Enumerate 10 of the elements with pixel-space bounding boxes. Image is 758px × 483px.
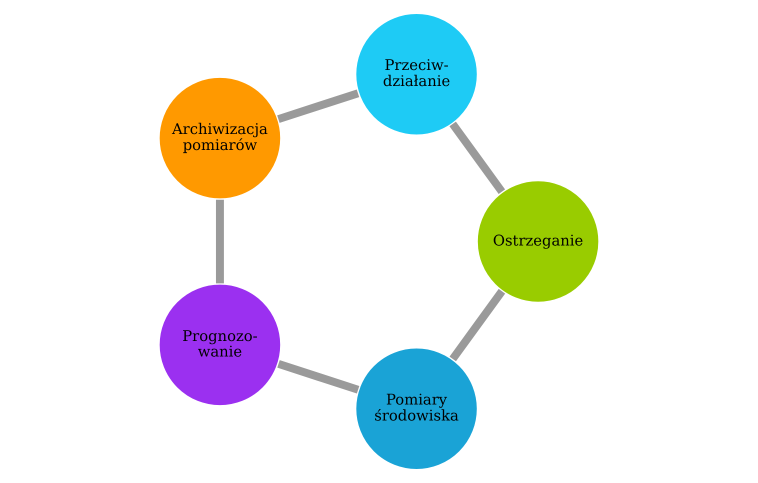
connector bbox=[216, 200, 224, 284]
connector bbox=[277, 90, 360, 123]
node-circle: Ostrzeganie bbox=[476, 178, 601, 304]
connector bbox=[277, 360, 360, 394]
connector bbox=[450, 288, 506, 362]
node-circle: Przeciw- działanie bbox=[354, 12, 480, 137]
node-circle: Archiwizacja pomiarów bbox=[157, 76, 282, 201]
connector bbox=[449, 122, 506, 194]
node-circle: Pomiary środowiska bbox=[354, 346, 480, 472]
node-circle: Prognozo- wanie bbox=[157, 282, 282, 408]
